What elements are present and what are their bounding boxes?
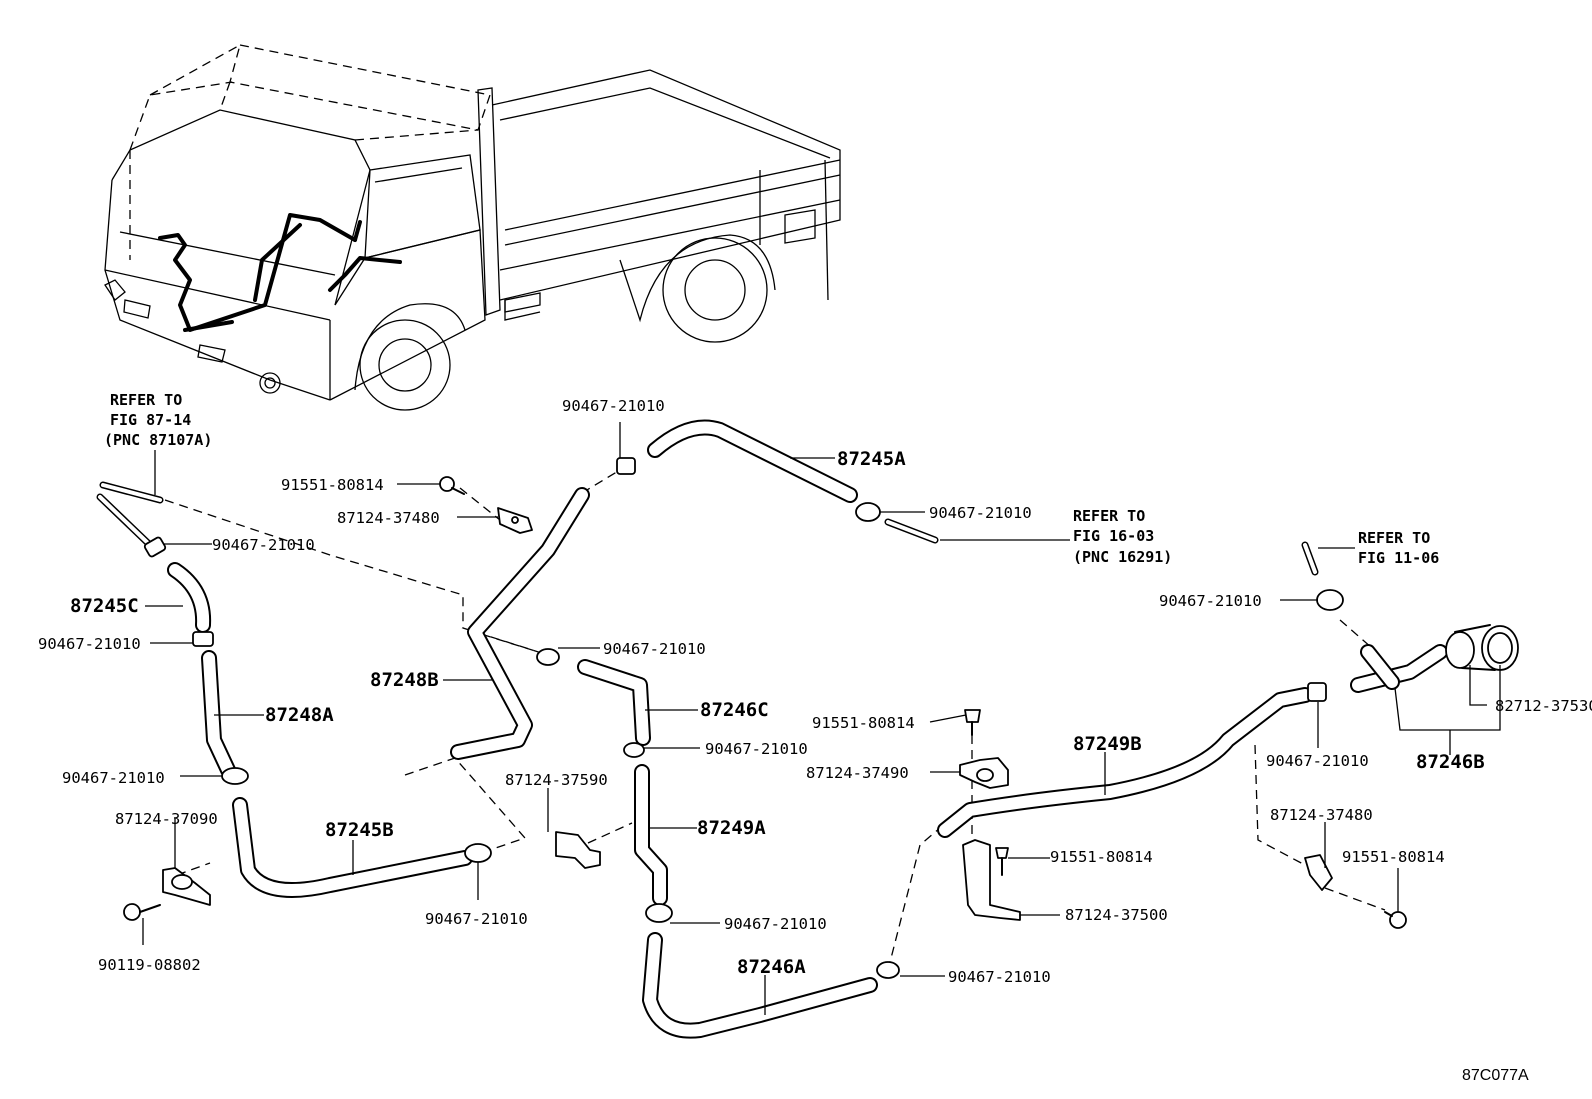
label-bolt-lower-mid: 91551-80814 (1050, 848, 1153, 866)
ref-fig-16-03-line3: (PNC 16291) (1073, 548, 1172, 566)
label-87249B: 87249B (1073, 733, 1142, 755)
label-clip-top: 90467-21010 (562, 397, 665, 415)
label-87249A: 87249A (697, 817, 766, 839)
label-87248A: 87248A (265, 704, 334, 726)
label-clip-fig-11-06: 90467-21010 (1159, 592, 1262, 610)
label-clip-87245B-end: 90467-21010 (425, 910, 528, 928)
dashed-connections (162, 469, 1386, 971)
label-bolt-top: 91551-80814 (281, 476, 384, 494)
label-clip-87248A-bottom: 90467-21010 (62, 769, 165, 787)
ref-fig-16-03-line2: FIG 16-03 (1073, 527, 1154, 545)
label-87246C: 87246C (700, 699, 769, 721)
ref-fig-16-03-line1: REFER TO (1073, 507, 1145, 525)
label-clamp-37480-right: 87124-37480 (1270, 806, 1373, 824)
label-clip-87249B-end: 90467-21010 (1266, 752, 1369, 770)
label-clip-87245A-end: 90467-21010 (929, 504, 1032, 522)
label-clamp-37090: 87124-37090 (115, 810, 218, 828)
label-87245A: 87245A (837, 448, 906, 470)
label-valve-37530: 82712-37530 (1495, 697, 1592, 715)
label-87245C: 87245C (70, 595, 139, 617)
truck-illustration (104, 44, 841, 411)
label-bolt-90119: 90119-08802 (98, 956, 201, 974)
ref-fig-87-14-line3: (PNC 87107A) (104, 431, 212, 449)
label-clip-87245C-bottom: 90467-21010 (38, 635, 141, 653)
label-bracket-37500: 87124-37500 (1065, 906, 1168, 924)
label-bolt-mid: 91551-80814 (812, 714, 915, 732)
leader-lines (142, 422, 1501, 1015)
label-clamp-37490: 87124-37490 (806, 764, 909, 782)
label-87246B: 87246B (1416, 751, 1485, 773)
label-clamp-37590: 87124-37590 (505, 771, 608, 789)
label-clip-87246A-end: 90467-21010 (948, 968, 1051, 986)
ref-fig-11-06-line2: FIG 11-06 (1358, 549, 1439, 567)
figure-code: 87C077A (1462, 1067, 1529, 1084)
hoses (96, 419, 1448, 1039)
label-clip-87246C-bottom: 90467-21010 (705, 740, 808, 758)
label-clamp-37480-top: 87124-37480 (337, 509, 440, 527)
label-87245B: 87245B (325, 819, 394, 841)
ref-fig-87-14-line2: FIG 87-14 (110, 411, 191, 429)
labels: REFER TO FIG 87-14 (PNC 87107A) REFER TO… (38, 391, 1592, 1084)
label-87248B: 87248B (370, 669, 439, 691)
label-87246A: 87246A (737, 956, 806, 978)
ref-fig-11-06-line1: REFER TO (1358, 529, 1430, 547)
label-clip-87245C-top: 90467-21010 (212, 536, 315, 554)
label-clip-87249A-bottom: 90467-21010 (724, 915, 827, 933)
ref-fig-87-14-line1: REFER TO (110, 391, 182, 409)
label-bolt-right: 91551-80814 (1342, 848, 1445, 866)
label-clip-87246C-top: 90467-21010 (603, 640, 706, 658)
